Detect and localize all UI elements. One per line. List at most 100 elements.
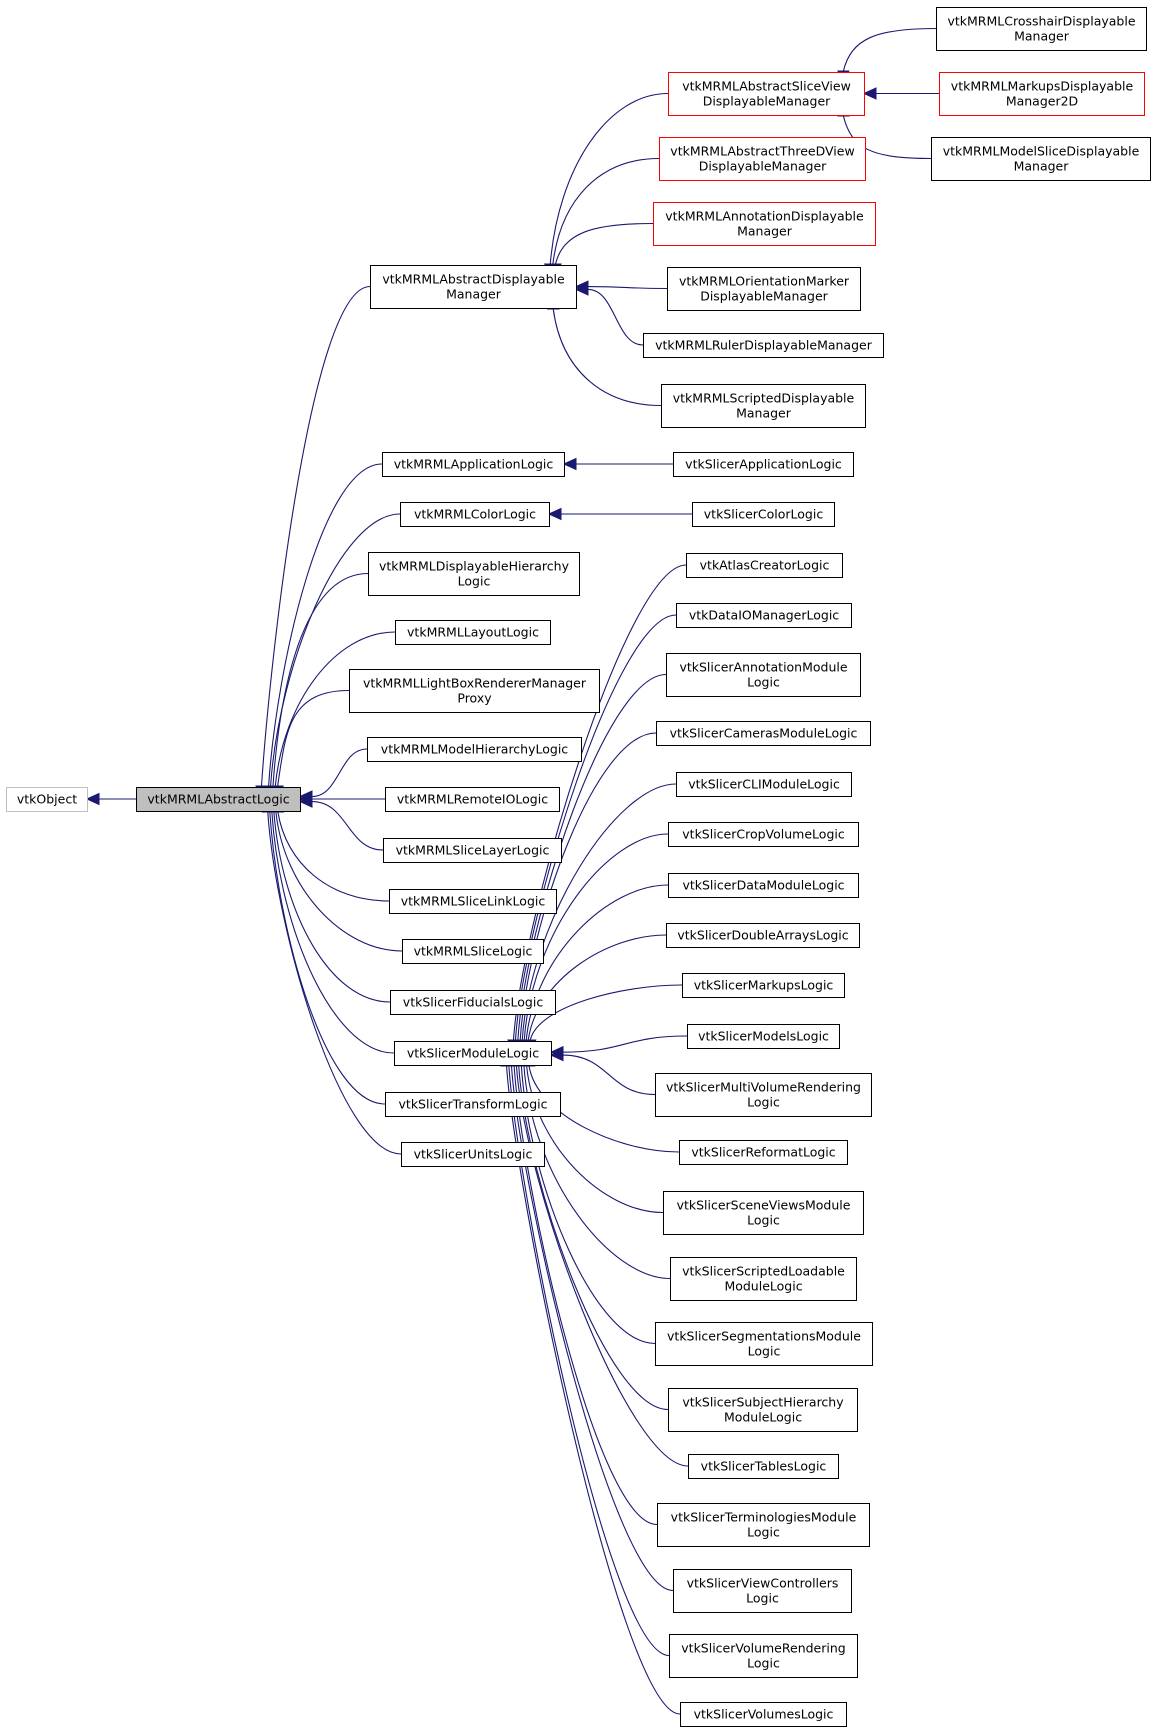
class-node-box: [395, 620, 551, 645]
class-node-box: [936, 7, 1147, 51]
class-node-three-dview-dm[interactable]: vtkMRMLAbstractThreeDViewDisplayableMana…: [659, 137, 866, 181]
class-node-label: ModuleLogic: [724, 1410, 802, 1425]
class-node-label: vtkAtlasCreatorLogic: [700, 558, 830, 573]
class-node-label: vtkMRMLAnnotationDisplayable: [665, 209, 864, 224]
class-node-box: [686, 553, 843, 578]
class-node-box: [655, 1073, 872, 1117]
class-node-label: vtkMRMLColorLogic: [414, 507, 536, 522]
class-node-cli-module-logic[interactable]: vtkSlicerCLIModuleLogic: [676, 772, 852, 797]
class-node-slice-logic[interactable]: vtkMRMLSliceLogic: [402, 939, 544, 964]
inheritance-edge-disp-hier-logic: [272, 572, 369, 787]
class-node-app-logic[interactable]: vtkMRMLApplicationLogic: [382, 452, 565, 477]
class-node-orientation-dm[interactable]: vtkMRMLOrientationMarkerDisplayableManag…: [667, 267, 861, 311]
class-node-models-logic[interactable]: vtkSlicerModelsLogic: [687, 1024, 840, 1049]
class-node-label: ModuleLogic: [724, 1279, 802, 1294]
class-node-units-logic[interactable]: vtkSlicerUnitsLogic: [401, 1142, 545, 1167]
class-node-label: vtkSlicerDoubleArraysLogic: [677, 928, 848, 943]
inheritance-edge-volume-rendering-logic: [508, 1065, 670, 1657]
class-node-label: vtkSlicerTerminologiesModule: [671, 1510, 857, 1525]
class-node-slice-view-dm[interactable]: vtkMRMLAbstractSliceViewDisplayableManag…: [668, 72, 865, 116]
class-node-label: vtkSlicerColorLogic: [704, 507, 824, 522]
class-node-ruler-dm[interactable]: vtkMRMLRulerDisplayableManager: [643, 333, 884, 358]
class-node-label: Manager: [736, 406, 792, 421]
class-node-box: [939, 72, 1145, 116]
class-node-label: Logic: [746, 1591, 779, 1606]
inheritance-edge-light-box: [277, 689, 350, 787]
class-node-label: Logic: [747, 1213, 780, 1228]
inheritance-edge-model-hier-logic: [311, 748, 368, 798]
class-node-crop-volume-logic[interactable]: vtkSlicerCropVolumeLogic: [668, 822, 859, 847]
class-node-label: vtkSlicerModelsLogic: [698, 1029, 829, 1044]
class-node-box: [390, 990, 556, 1015]
class-node-module-logic[interactable]: vtkSlicerModuleLogic: [394, 1041, 552, 1066]
arrowhead-slicer-app-logic: [562, 457, 577, 471]
arrowhead-multi-volume-rendering-logic: [549, 1048, 564, 1062]
class-node-double-arrays-logic[interactable]: vtkSlicerDoubleArraysLogic: [666, 923, 860, 948]
class-node-slice-link-logic[interactable]: vtkMRMLSliceLinkLogic: [389, 889, 557, 914]
class-node-label: vtkMRMLLightBoxRendererManager: [363, 676, 587, 691]
class-node-label: vtkSlicerSceneViewsModule: [677, 1198, 851, 1213]
class-node-fiducials-logic[interactable]: vtkSlicerFiducialsLogic: [390, 990, 556, 1015]
class-node-box: [370, 265, 577, 309]
class-node-label: Logic: [747, 1656, 780, 1671]
class-node-box: [667, 267, 861, 311]
class-node-label: Logic: [747, 1525, 780, 1540]
inheritance-edge-slice-view-dm: [549, 92, 669, 265]
class-node-label: Logic: [747, 675, 780, 690]
class-node-label: vtkMRMLModelSliceDisplayable: [943, 144, 1140, 159]
class-node-abstract-logic[interactable]: vtkMRMLAbstractLogic: [136, 787, 301, 812]
class-node-box: [673, 1569, 852, 1613]
class-node-remote-iologic[interactable]: vtkMRMLRemoteIOLogic: [385, 787, 560, 812]
arrowhead-abstract-logic: [85, 792, 100, 806]
inheritance-edge-reformat-logic: [528, 1065, 680, 1153]
inheritance-edge-annotation-module-logic: [517, 673, 667, 1041]
class-node-box: [666, 923, 860, 948]
class-node-label: Manager2D: [1006, 94, 1078, 109]
inheritance-edge-orientation-dm: [587, 286, 668, 290]
class-node-label: vtkMRMLSliceLinkLogic: [401, 894, 546, 909]
class-node-label: vtkSlicerTransformLogic: [399, 1097, 548, 1112]
class-node-box: [679, 1140, 848, 1165]
class-node-label: vtkSlicerMarkupsLogic: [694, 978, 834, 993]
class-node-slice-layer-logic[interactable]: vtkMRMLSliceLayerLogic: [383, 838, 562, 863]
inheritance-edge-crosshair-dm: [842, 27, 937, 72]
class-node-box: [400, 502, 550, 527]
class-node-reformat-logic[interactable]: vtkSlicerReformatLogic: [679, 1140, 848, 1165]
arrowhead-ruler-dm: [574, 283, 589, 296]
class-node-tables-logic[interactable]: vtkSlicerTablesLogic: [688, 1454, 839, 1479]
class-node-data-iomanager-logic[interactable]: vtkDataIOManagerLogic: [676, 603, 852, 628]
class-node-label: vtkSlicerAnnotationModule: [679, 660, 847, 675]
class-node-slicer-app-logic[interactable]: vtkSlicerApplicationLogic: [673, 452, 854, 477]
inheritance-edge-layout-logic: [274, 631, 396, 787]
class-node-markups-logic[interactable]: vtkSlicerMarkupsLogic: [682, 973, 845, 998]
class-node-slicer-color-logic[interactable]: vtkSlicerColorLogic: [692, 502, 835, 527]
class-node-atlas-creator-logic[interactable]: vtkAtlasCreatorLogic: [686, 553, 843, 578]
class-node-cameras-module-logic[interactable]: vtkSlicerCamerasModuleLogic: [656, 721, 871, 746]
class-node-volumes-logic[interactable]: vtkSlicerVolumesLogic: [680, 1702, 847, 1727]
class-node-box: [385, 1092, 561, 1117]
class-node-transform-logic[interactable]: vtkSlicerTransformLogic: [385, 1092, 561, 1117]
class-node-layout-logic[interactable]: vtkMRMLLayoutLogic: [395, 620, 551, 645]
inheritance-edge-model-slice-dm: [842, 115, 932, 160]
class-node-data-module-logic[interactable]: vtkSlicerDataModuleLogic: [668, 873, 859, 898]
class-node-vtk-object[interactable]: vtkObject: [6, 787, 88, 812]
class-node-color-logic[interactable]: vtkMRMLColorLogic: [400, 502, 550, 527]
class-node-model-hier-logic[interactable]: vtkMRMLModelHierarchyLogic: [367, 737, 582, 762]
